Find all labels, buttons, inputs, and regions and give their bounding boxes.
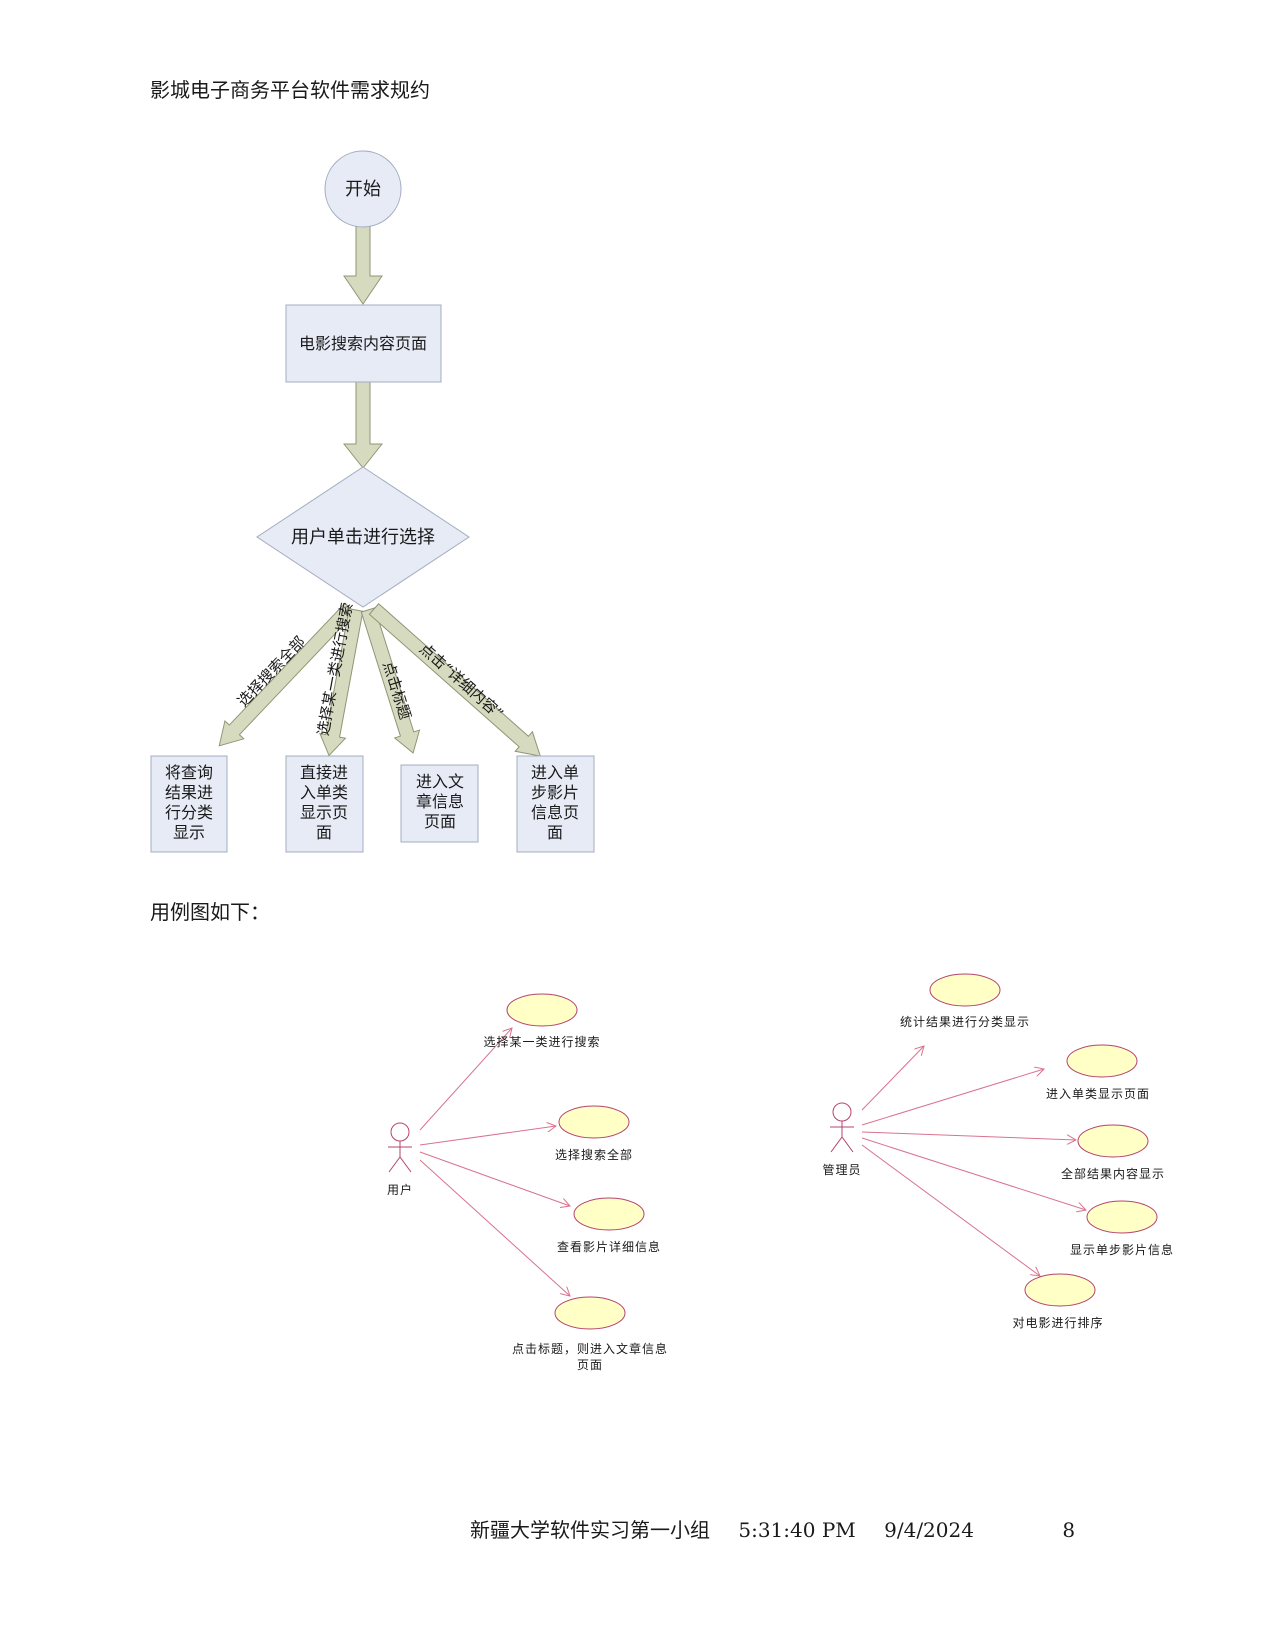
target-node-3-line: 页面 (424, 812, 456, 831)
association-line (861, 1046, 924, 1111)
usecase-label: 显示单步影片信息 (1070, 1242, 1174, 1257)
actor-user-icon (388, 1122, 412, 1173)
actor-user-label: 用户 (387, 1182, 413, 1197)
usecase-ellipse (1024, 1273, 1096, 1307)
decision-node (256, 466, 470, 608)
usecase-label: 进入单类显示页面 (1046, 1087, 1150, 1101)
target-node-1-line: 显示 (173, 823, 205, 842)
start-node (324, 150, 402, 228)
target-node-4-line: 进入单 (531, 763, 579, 782)
target-node-1-line: 行分类 (165, 803, 213, 822)
usecase-label: 页面 (577, 1358, 603, 1372)
target-node-1 (150, 755, 228, 853)
page-number: 8 (1062, 1518, 1076, 1542)
usecase-ellipse (506, 993, 578, 1027)
page-footer: 新疆大学软件实习第一小组 5:31:40 PM 9/4/2024 8 (470, 1514, 1097, 1543)
footer-org: 新疆大学软件实习第一小组 (470, 1518, 710, 1542)
association-line (419, 1126, 556, 1146)
association-line (861, 1069, 1044, 1126)
usecase-label: 选择某一类进行搜索 (483, 1034, 600, 1049)
usecase-intro: 用例图如下： (150, 900, 270, 924)
usecase-label: 点击标题，则进入文章信息 (512, 1341, 668, 1356)
target-node-1-line: 结果进 (165, 783, 213, 802)
footer-time: 5:31:40 PM (738, 1518, 856, 1542)
association-line (419, 1159, 570, 1296)
flow-arrow (343, 225, 383, 305)
target-node-2-line: 面 (316, 823, 332, 842)
branch-arrow-2 (319, 608, 364, 757)
usecase-diagram-user: 用户 选择某一类进行搜索 选择搜索全部 查看影片详细信息 点击标题，则进入文章信… (387, 993, 668, 1372)
association-line (419, 1151, 570, 1206)
association-line (861, 1137, 1086, 1210)
target-node-1-line: 将查询 (165, 763, 213, 782)
association-line (419, 1028, 512, 1131)
usecase-label: 全部结果内容显示 (1061, 1166, 1165, 1181)
target-node-3-line: 章信息 (416, 792, 464, 811)
target-node-4 (516, 755, 595, 853)
target-node-3-line: 进入文 (416, 772, 464, 791)
usecase-label: 查看影片详细信息 (557, 1239, 661, 1254)
usecase-label: 对电影进行排序 (1012, 1315, 1103, 1330)
footer-date: 9/4/2024 (884, 1518, 974, 1542)
usecase-diagram-admin: 管理员 统计结果进行分类显示 进入单类显示页面 全部结果内容显示 显示单步影片信… (822, 973, 1174, 1330)
search-page-node (285, 304, 442, 383)
branch-label-4: 点击“详细内容” (416, 640, 507, 723)
usecase-ellipse (929, 973, 1001, 1007)
branch-arrow-4 (368, 603, 542, 757)
decision-label: 用户单击进行选择 (291, 527, 435, 548)
target-node-2-line: 显示页 (300, 803, 348, 822)
target-node-4-line: 面 (547, 823, 563, 842)
target-node-4-line: 步影片 (531, 783, 579, 802)
target-node-2 (285, 755, 364, 853)
branch-arrow-3 (360, 607, 421, 754)
target-node-2-line: 直接进 (300, 763, 348, 782)
flow-arrow (342, 381, 384, 469)
usecase-ellipse (1066, 1044, 1138, 1078)
start-node-label: 开始 (345, 179, 381, 200)
usecase-label: 选择搜索全部 (555, 1147, 633, 1162)
usecase-ellipse (554, 1296, 626, 1330)
actor-admin-label: 管理员 (822, 1162, 861, 1177)
usecase-ellipse (573, 1197, 645, 1231)
usecase-ellipse (558, 1105, 630, 1139)
actor-admin-icon (830, 1102, 854, 1153)
usecase-ellipse (1077, 1124, 1149, 1158)
branch-label-3: 点击标题 (379, 659, 414, 722)
search-page-label: 电影搜索内容页面 (299, 334, 427, 353)
page-header: 影城电子商务平台软件需求规约 (150, 78, 430, 102)
target-node-4-line: 信息页 (531, 803, 579, 822)
association-line (861, 1131, 1076, 1140)
usecase-ellipse (1086, 1200, 1158, 1234)
usecase-label: 统计结果进行分类显示 (900, 1015, 1030, 1029)
association-line (861, 1144, 1040, 1276)
target-node-2-line: 入单类 (300, 783, 348, 802)
target-node-3 (400, 764, 479, 843)
branch-arrow-1 (218, 602, 356, 747)
